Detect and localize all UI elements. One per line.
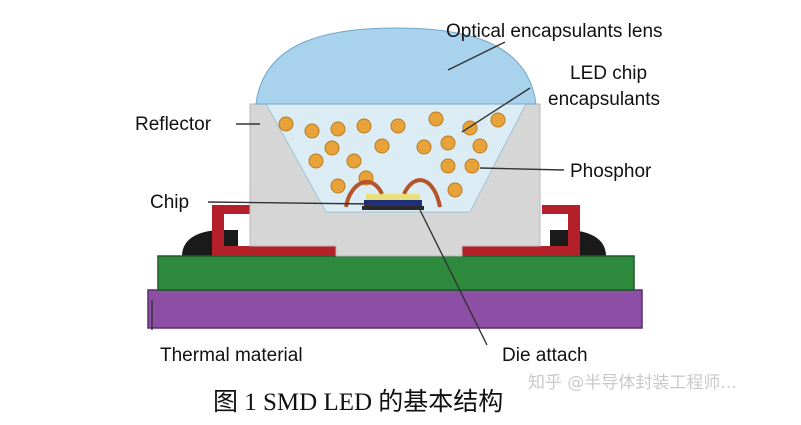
optical-lens xyxy=(255,27,537,105)
leader-die-attach xyxy=(419,209,488,346)
lead-frame-left xyxy=(212,205,336,256)
label-thermal-material: Thermal material xyxy=(160,345,303,366)
phosphor-particle xyxy=(356,118,372,134)
bond-wire-left xyxy=(344,180,384,208)
phosphor-particle xyxy=(308,153,324,169)
figure-caption: 图 1 SMD LED 的基本结构 xyxy=(213,388,503,416)
phosphor-particles xyxy=(278,111,506,198)
label-encapsulant-line2: encapsulants xyxy=(548,89,660,110)
phosphor-particle xyxy=(324,140,340,156)
bond-wire-right xyxy=(402,178,442,208)
label-encapsulant-line1: LED chip xyxy=(570,63,647,84)
phosphor-particle xyxy=(374,138,390,154)
leader-chip xyxy=(207,201,373,205)
phosphor-particle xyxy=(440,158,456,174)
pcb-board xyxy=(157,255,635,291)
phosphor-particle xyxy=(346,153,362,169)
phosphor-particle xyxy=(390,118,406,134)
die-attach-layer xyxy=(362,206,424,210)
label-reflector: Reflector xyxy=(135,114,212,135)
thermal-material-layer xyxy=(147,289,643,329)
phosphor-particle xyxy=(464,158,480,174)
chip-top-layer xyxy=(366,194,420,200)
label-die-attach: Die attach xyxy=(502,345,588,366)
label-lens: Optical encapsulants lens xyxy=(446,21,663,42)
label-phosphor: Phosphor xyxy=(570,161,652,182)
label-chip: Chip xyxy=(150,192,189,213)
phosphor-particle xyxy=(416,139,432,155)
phosphor-particle xyxy=(447,182,463,198)
leader-encapsulant xyxy=(461,87,531,133)
leader-lens xyxy=(447,41,506,71)
phosphor-particle xyxy=(278,116,294,132)
phosphor-particle xyxy=(330,178,346,194)
phosphor-particle xyxy=(428,111,444,127)
lead-frame-right xyxy=(462,205,580,256)
phosphor-particle xyxy=(330,121,346,137)
phosphor-particle xyxy=(490,112,506,128)
watermark: 知乎 @半导体封装工程师... xyxy=(528,373,737,393)
chip-die xyxy=(364,200,422,206)
phosphor-particle xyxy=(304,123,320,139)
phosphor-particle xyxy=(440,135,456,151)
leader-phosphor xyxy=(479,167,565,171)
phosphor-particle xyxy=(472,138,488,154)
leader-lines xyxy=(151,41,565,346)
